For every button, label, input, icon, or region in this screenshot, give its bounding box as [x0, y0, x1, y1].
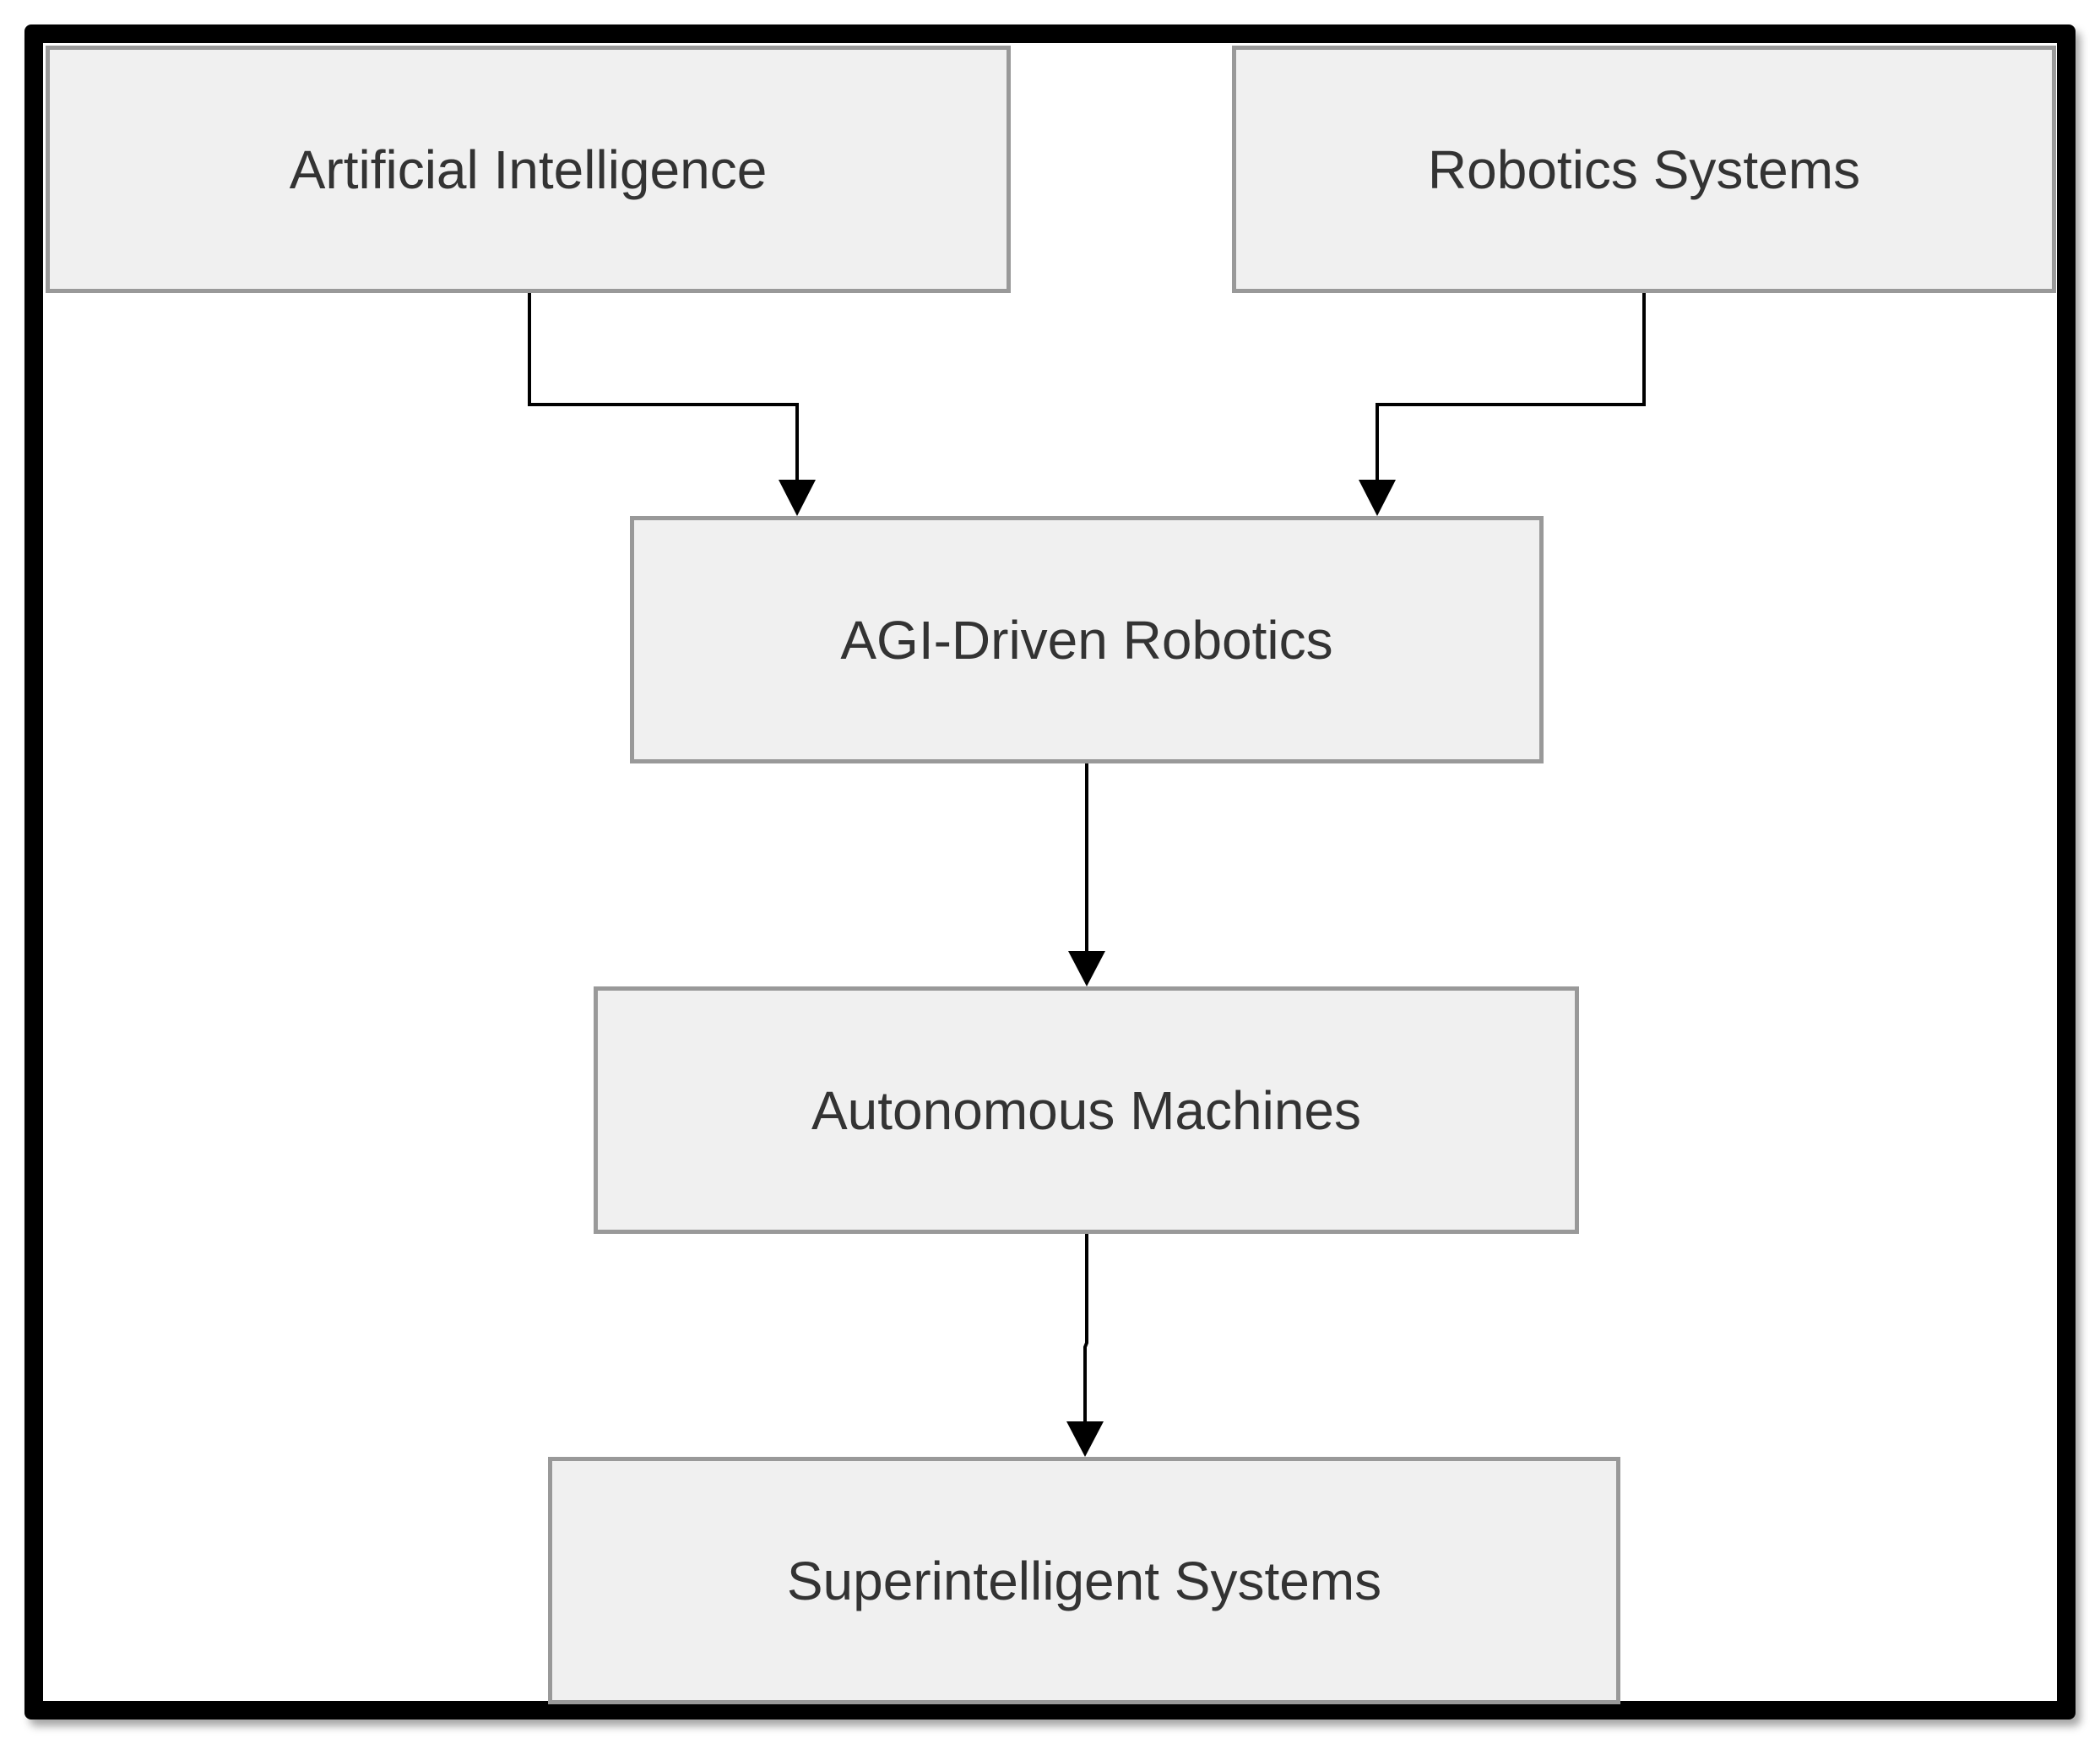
- node-autonomous-machines: Autonomous Machines: [594, 986, 1579, 1234]
- arrowhead-icon: [1359, 480, 1396, 516]
- node-label: Superintelligent Systems: [786, 1550, 1382, 1611]
- diagram-frame: [24, 24, 2076, 1720]
- edge-robotics-to-agi: [1359, 293, 1646, 516]
- edge-ai-to-agi: [528, 293, 816, 516]
- node-label: Autonomous Machines: [811, 1079, 1362, 1141]
- node-agi-driven-robotics: AGI-Driven Robotics: [630, 516, 1544, 763]
- node-label: Robotics Systems: [1427, 139, 1861, 200]
- node-label: Artificial Intelligence: [289, 139, 768, 200]
- node-label: AGI-Driven Robotics: [840, 609, 1333, 671]
- edge-autonomous-to-super: [1066, 1234, 1104, 1457]
- arrowhead-icon: [1066, 1421, 1104, 1457]
- node-robotics-systems: Robotics Systems: [1232, 46, 2056, 293]
- node-artificial-intelligence: Artificial Intelligence: [46, 46, 1011, 293]
- edge-agi-to-autonomous: [1068, 763, 1105, 986]
- arrowhead-icon: [779, 480, 816, 516]
- node-superintelligent-systems: Superintelligent Systems: [548, 1457, 1620, 1704]
- arrowhead-icon: [1068, 951, 1105, 986]
